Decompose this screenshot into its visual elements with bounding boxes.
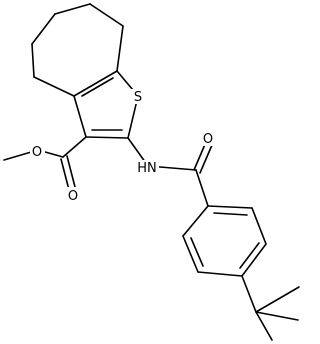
bond-c8-c8a: [116, 25, 124, 72]
bond-amide-c-o-double-a: [193, 141, 207, 171]
bond-c7-c8: [89, 3, 124, 27]
bond-ar2-ar3: [182, 235, 199, 273]
bond-ar6-ar1-double: [213, 212, 248, 216]
bond-c2-c3: [85, 136, 129, 139]
bond-c3-c3a: [73, 95, 87, 138]
ester-carbonyl-oxygen-atom-label: O: [68, 189, 78, 204]
amide-oxygen-label-bg: [201, 130, 216, 146]
bond-ar3-ar4: [197, 271, 243, 277]
bond-amide-c-o-double-b: [199, 144, 213, 174]
bond-ar6-ar1: [207, 205, 253, 209]
bond-ar4-ar5-double: [239, 242, 260, 269]
amide-nh-atom-label: HN: [137, 161, 157, 176]
bond-ester-c-o-double-a: [60, 158, 70, 191]
bond-ar4-cq: [241, 275, 257, 313]
bond-cq-me3: [255, 311, 273, 341]
sulfur-label-bg: [131, 89, 146, 104]
bond-amide-c-ar: [195, 169, 209, 207]
amide-oxygen-atom-label: O: [203, 132, 213, 147]
bond-c3-ester-c: [62, 136, 87, 158]
molecule-diagram: S HN O O O: [3, 3, 300, 341]
bond-ar4-ar5: [241, 243, 267, 277]
molecule-structure: S HN O O O: [3, 3, 300, 341]
amide-nh-label-bg: [135, 160, 159, 175]
ester-ether-oxygen-label-bg: [30, 143, 45, 159]
bond-c8a-c3a: [73, 70, 118, 97]
ester-carbonyl-oxygen-label-bg: [66, 187, 81, 203]
sulfur-atom-label: S: [134, 90, 142, 105]
bond-ar1-ar2: [182, 205, 209, 237]
bond-c5-c6: [31, 13, 56, 45]
bond-c8a-c3a-double: [81, 77, 114, 97]
bond-ar5-ar6: [251, 207, 267, 245]
bond-c6-c7: [54, 3, 91, 15]
bond-c4-c5: [31, 43, 35, 78]
bond-c3a-c4: [33, 76, 75, 97]
ester-ether-oxygen-atom-label: O: [32, 145, 42, 160]
bond-ar2-ar3-double: [190, 237, 204, 267]
bond-cq-me1: [255, 286, 300, 313]
bond-ester-c-o-double-b: [66, 155, 76, 188]
bond-cq-me2: [255, 311, 299, 321]
